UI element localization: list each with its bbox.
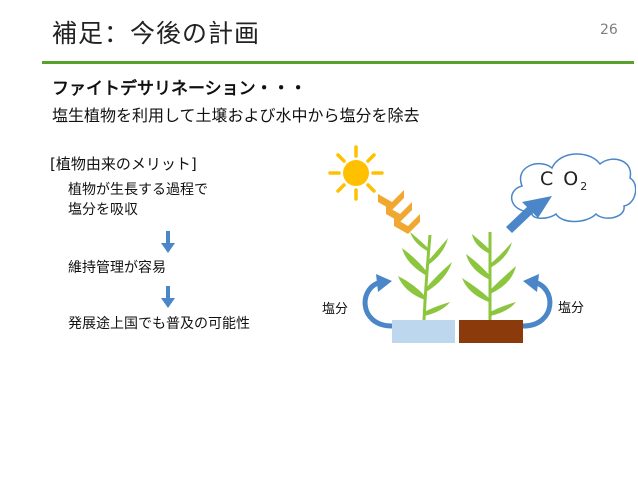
merit-step-3-line-1: 発展途上国でも普及の可能性 — [68, 316, 250, 332]
sunlight-chevrons-icon — [378, 190, 420, 234]
water-block — [392, 320, 455, 343]
slide-title: 補足：今後の計画 — [52, 19, 261, 48]
right-plant-icon — [462, 232, 516, 320]
title-divider — [42, 61, 634, 64]
down-arrow-icon — [161, 231, 175, 253]
merit-step-1-line-1: 植物が生長する過程で — [68, 182, 208, 198]
co2-subscript: 2 — [580, 179, 588, 193]
merit-step-2: 維持管理が容易 — [68, 258, 166, 278]
left-salt-arrow-icon — [362, 274, 393, 329]
section-description: 塩生植物を利用して土壌および水中から塩分を除去 — [52, 106, 420, 125]
section-heading: ファイトデサリネーション・・・ — [52, 79, 307, 99]
down-arrow-icon — [161, 286, 175, 308]
left-plant-icon — [398, 232, 452, 321]
salt-label-right: 塩分 — [558, 301, 585, 316]
merit-step-1: 植物が生長する過程で 塩分を吸収 — [68, 180, 208, 220]
soil-block — [459, 320, 523, 343]
phytodesalination-diagram — [328, 145, 636, 343]
sun-icon — [328, 145, 384, 201]
co2-label: C O2 — [540, 168, 587, 193]
merit-heading: [植物由来のメリット] — [50, 155, 197, 173]
right-salt-arrow-icon — [522, 274, 553, 329]
merit-step-2-line-1: 維持管理が容易 — [68, 260, 166, 276]
co2-arrow-icon — [506, 196, 552, 233]
merit-step-1-line-2: 塩分を吸収 — [68, 202, 138, 218]
page-number: 26 — [600, 22, 618, 38]
merit-step-3: 発展途上国でも普及の可能性 — [68, 314, 250, 334]
salt-label-left: 塩分 — [322, 302, 349, 317]
co2-text: C O — [540, 168, 581, 190]
